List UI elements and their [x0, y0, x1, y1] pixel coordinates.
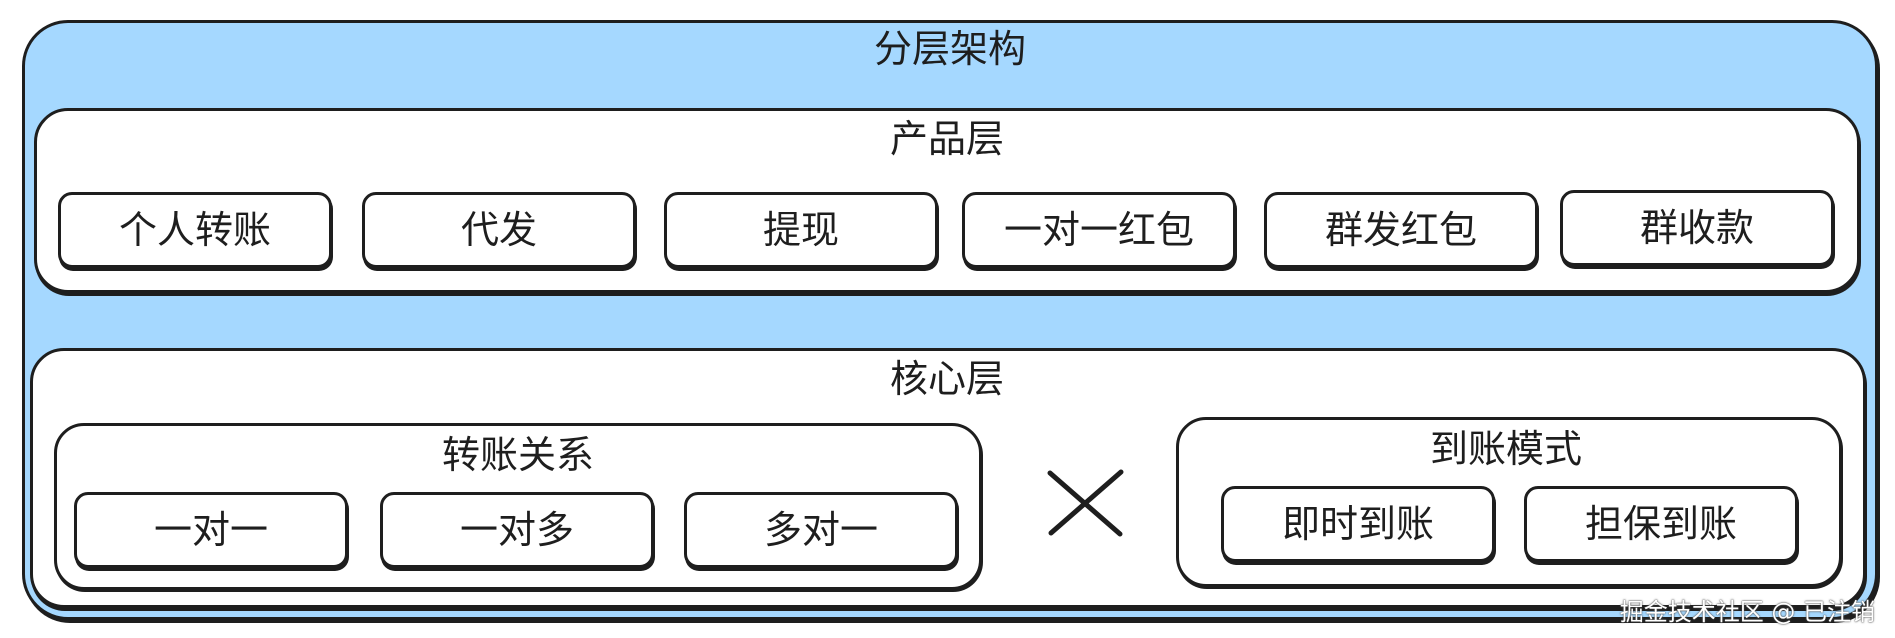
product-item-label: 群发红包 [1324, 208, 1477, 252]
product-item-one-to-one-red-packet: 一对一红包 [962, 192, 1236, 268]
product-item-group-collection: 群收款 [1560, 190, 1834, 266]
product-item-label: 个人转账 [118, 208, 271, 252]
core-layer-title: 核心层 [889, 357, 1005, 401]
arrival-item-instant: 即时到账 [1221, 486, 1495, 562]
arrival-item-escrow: 担保到账 [1524, 486, 1798, 562]
relation-item-many-to-one: 多对一 [684, 492, 958, 568]
product-item-group-red-packet: 群发红包 [1264, 192, 1538, 268]
arrival-item-label: 担保到账 [1584, 502, 1737, 546]
relation-item-label: 一对一 [153, 508, 268, 552]
diagram-title: 分层架构 [873, 27, 1027, 71]
relation-item-one-to-many: 一对多 [380, 492, 654, 568]
product-item-label: 群收款 [1639, 206, 1754, 250]
arrival-item-label: 即时到账 [1281, 502, 1434, 546]
multiply-icon [1047, 469, 1124, 537]
relation-item-label: 多对一 [763, 508, 878, 552]
arrival-modes-title: 到账模式 [1429, 427, 1583, 471]
relation-item-label: 一对多 [459, 508, 574, 552]
product-item-label: 代发 [460, 208, 537, 252]
product-layer [34, 108, 1860, 293]
watermark: 掘金技术社区 @ 已注销 [1619, 598, 1875, 626]
product-item-label: 提现 [762, 208, 839, 252]
product-item-label: 一对一红包 [1003, 208, 1194, 252]
product-item-withdraw: 提现 [664, 192, 938, 268]
product-item-payroll: 代发 [362, 192, 636, 268]
transfer-relations-title: 转账关系 [441, 433, 595, 477]
relation-item-one-to-one: 一对一 [74, 492, 348, 568]
product-item-personal-transfer: 个人转账 [58, 192, 332, 268]
product-layer-title: 产品层 [889, 117, 1005, 161]
